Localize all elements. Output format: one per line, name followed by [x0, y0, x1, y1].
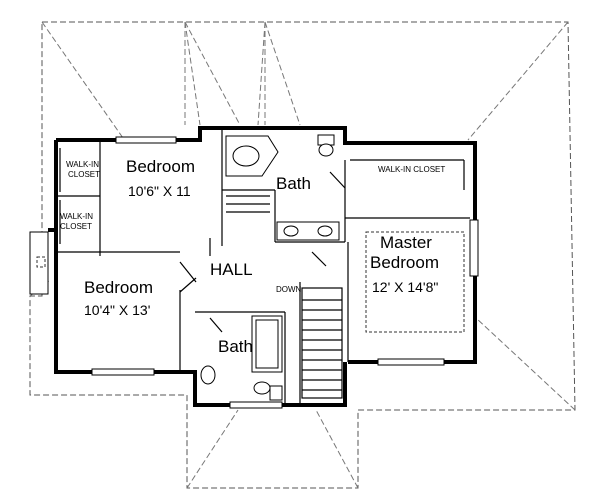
walkin-top-line2: CLOSET	[68, 170, 100, 179]
bedroom-top-label: Bedroom	[126, 157, 195, 176]
closet-shelving	[59, 148, 465, 333]
bath-fixtures	[200, 134, 340, 401]
bedroom-top-size: 10'6" X 11	[128, 183, 191, 199]
interior-walls	[58, 130, 470, 405]
bath-bottom-label: Bath	[218, 337, 253, 356]
bedroom-left-label: Bedroom	[84, 278, 153, 297]
master-size: 12' X 14'8"	[372, 279, 438, 295]
walkin-left-line2: CLOSET	[60, 222, 92, 231]
master-label-line2: Bedroom	[370, 253, 439, 272]
roof-outline	[29, 21, 576, 489]
stairs-down-label: DOWN	[276, 285, 302, 294]
walkin-top-line1: WALK-IN	[66, 160, 99, 169]
master-label-line1: Master	[380, 233, 432, 252]
hall-label: HALL	[210, 260, 253, 279]
windows	[29, 136, 479, 409]
stairs	[226, 195, 343, 399]
bedroom-left-size: 10'4" X 13'	[84, 302, 150, 318]
bath-top-label: Bath	[276, 174, 311, 193]
walkin-master-label: WALK-IN CLOSET	[378, 165, 445, 174]
walkin-left-line1: WALK-IN	[60, 212, 93, 221]
